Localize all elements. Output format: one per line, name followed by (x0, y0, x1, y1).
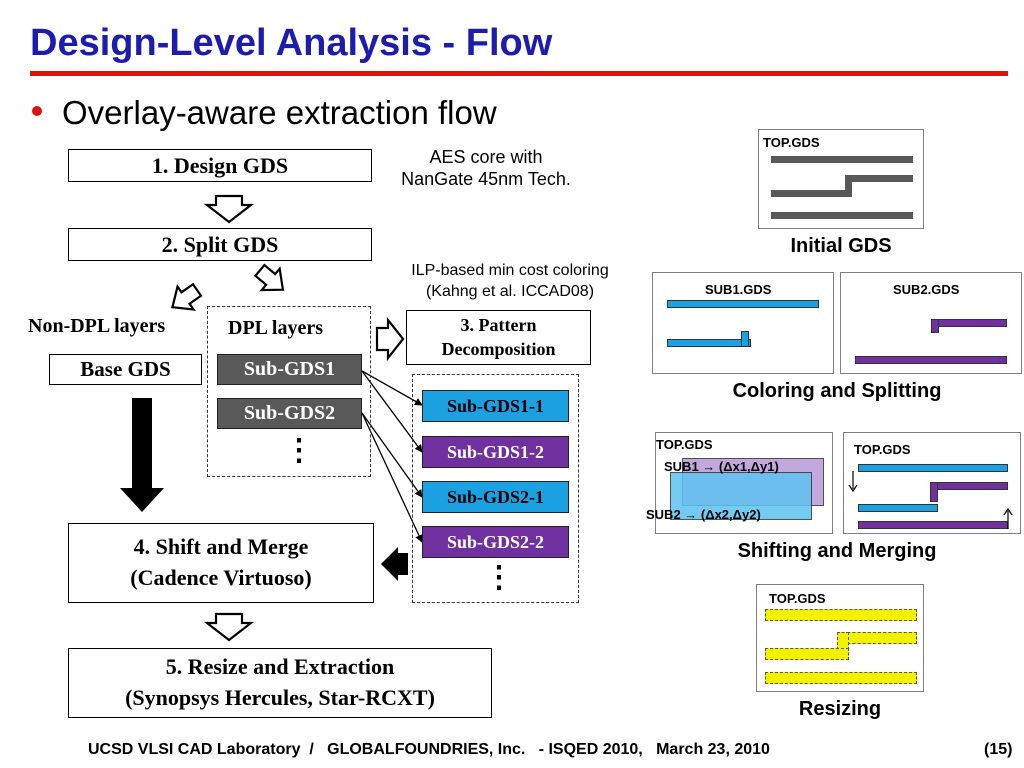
bullet-dot (32, 106, 42, 116)
sub1-gds-label: SUB1.GDS (705, 282, 772, 297)
initial-gds-label: TOP.GDS (763, 135, 820, 150)
sub2-shift-label: SUB2 → (Δx2,Δy2) (646, 507, 761, 522)
gds-wire (771, 190, 852, 197)
resize-extraction-box: 5. Resize and Extraction (Synopsys Hercu… (68, 648, 492, 718)
aes-note: AES core with NanGate 45nm Tech. (401, 147, 571, 189)
gds-wire (667, 300, 819, 308)
coloring-caption: Coloring and Splitting (732, 380, 942, 402)
sub-gds2-1-box: Sub-GDS2-1 (422, 481, 569, 513)
gds-wire (858, 521, 1008, 529)
shift-left-panel: TOP.GDS (655, 432, 833, 534)
resizing-panel: TOP.GDS (756, 584, 924, 692)
bullet-text: Overlay-aware extraction flow (62, 94, 497, 131)
shift-left-label: TOP.GDS (656, 437, 713, 452)
gds-wire (667, 339, 751, 347)
black-left-arrow (381, 547, 408, 581)
initial-gds-caption: Initial GDS (790, 235, 892, 257)
shift-right-panel: TOP.GDS (843, 432, 1021, 534)
resizing-caption: Resizing (798, 698, 882, 720)
split-gds-box: 2. Split GDS (68, 228, 372, 261)
gds-wire (765, 672, 917, 684)
ilp-note: ILP-based min cost coloring (Kahng et al… (411, 262, 609, 300)
shift-right-label: TOP.GDS (854, 442, 911, 457)
gds-wire (771, 212, 913, 219)
sub-gds1-box: Sub-GDS1 (217, 354, 362, 385)
gds-wire (932, 482, 1008, 490)
gds-wire (858, 504, 938, 512)
hollow-down-arrow-1 (203, 194, 255, 224)
gds-wire (845, 175, 852, 197)
dpl-group (207, 306, 371, 477)
gds-wire (858, 464, 1008, 472)
sub-gds1-2-box: Sub-GDS1-2 (422, 436, 569, 468)
non-dpl-label: Non-DPL layers (28, 315, 166, 337)
shift-up-arrow-icon (1003, 507, 1013, 529)
hollow-right-arrow (375, 316, 405, 362)
resizing-label: TOP.GDS (769, 591, 826, 606)
footer-text: UCSD VLSI CAD Laboratory / GLOBALFOUNDRI… (88, 741, 770, 758)
hollow-down-arrow-2 (203, 612, 255, 642)
gds-wire (771, 156, 913, 163)
gds-wire (845, 175, 913, 182)
hollow-diag-arrow-right (253, 263, 285, 292)
decomposed-ellipsis: ⋮ (484, 561, 514, 594)
sub-gds2-2-box: Sub-GDS2-2 (422, 526, 569, 558)
sub-gds2-box: Sub-GDS2 (217, 398, 362, 429)
gds-wire (931, 319, 939, 333)
dpl-label: DPL layers (228, 317, 323, 339)
pattern-decomposition-box: 3. Pattern Decomposition (406, 310, 591, 365)
slide-title: Design-Level Analysis - Flow (30, 22, 553, 64)
gds-wire (930, 482, 938, 502)
hollow-diag-arrow-left (171, 282, 203, 311)
gds-wire (931, 319, 1007, 327)
gds-wire (765, 648, 849, 660)
sub1-gds-panel: SUB1.GDS (652, 272, 834, 374)
shift-merge-box: 4. Shift and Merge (Cadence Virtuoso) (68, 523, 374, 603)
page-number: (15) (984, 741, 1013, 758)
sub2-gds-label: SUB2.GDS (893, 282, 960, 297)
shift-down-arrow-icon (848, 471, 858, 493)
sub2-rect (670, 472, 812, 520)
base-gds-box: Base GDS (49, 354, 202, 385)
shifting-caption: Shifting and Merging (737, 540, 937, 562)
gds-wire (855, 356, 1007, 364)
sub1-shift-label: SUB1 → (Δx1,Δy1) (664, 459, 779, 474)
gds-wire (741, 331, 749, 347)
dpl-ellipsis: ⋮ (284, 434, 314, 467)
sub-gds1-1-box: Sub-GDS1-1 (422, 390, 569, 422)
design-gds-box: 1. Design GDS (68, 149, 372, 182)
decomposed-group (412, 374, 579, 603)
sub2-gds-panel: SUB2.GDS (840, 272, 1022, 374)
black-down-arrow (120, 398, 164, 512)
gds-wire (837, 632, 917, 644)
gds-wire (765, 609, 917, 621)
title-rule (30, 71, 1008, 76)
initial-gds-panel: TOP.GDS (758, 129, 924, 229)
